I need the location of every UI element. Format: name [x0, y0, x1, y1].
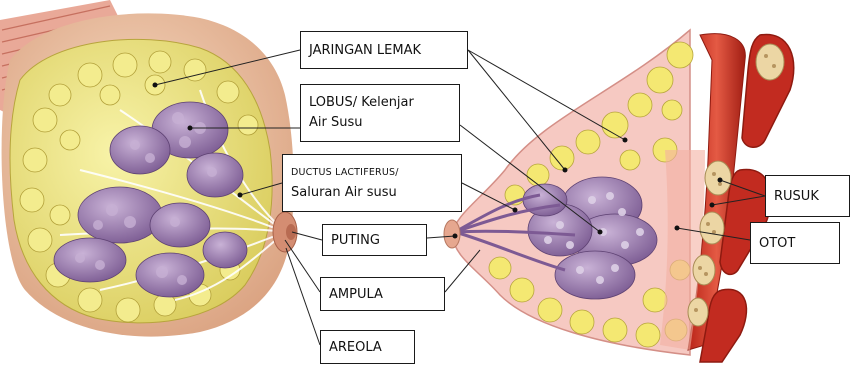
label-puting-text: PUTING — [331, 233, 380, 248]
label-rusuk-text: RUSUK — [774, 189, 819, 204]
label-ductus-line2: Saluran Air susu — [291, 183, 397, 203]
label-ampula: AMPULA — [320, 277, 445, 311]
front-view — [0, 0, 297, 337]
label-rusuk: RUSUK — [765, 175, 850, 217]
label-lobus-line1: LOBUS/ Kelenjar — [309, 93, 414, 113]
label-lobus: LOBUS/ Kelenjar Air Susu — [300, 84, 460, 142]
label-otot: OTOT — [750, 222, 840, 264]
label-jaringan-lemak: JARINGAN LEMAK — [300, 31, 468, 69]
label-ampula-text: AMPULA — [329, 287, 383, 302]
label-jaringan-lemak-text: JARINGAN LEMAK — [309, 43, 421, 58]
label-ductus: DUCTUS LACTIFERUS/ Saluran Air susu — [282, 154, 462, 212]
label-otot-text: OTOT — [759, 236, 795, 251]
label-ductus-line1: DUCTUS LACTIFERUS/ — [291, 163, 399, 183]
label-areola: AREOLA — [320, 330, 415, 364]
label-areola-text: AREOLA — [329, 340, 382, 355]
side-view — [444, 30, 794, 362]
label-puting: PUTING — [322, 224, 427, 256]
label-lobus-line2: Air Susu — [309, 113, 363, 133]
